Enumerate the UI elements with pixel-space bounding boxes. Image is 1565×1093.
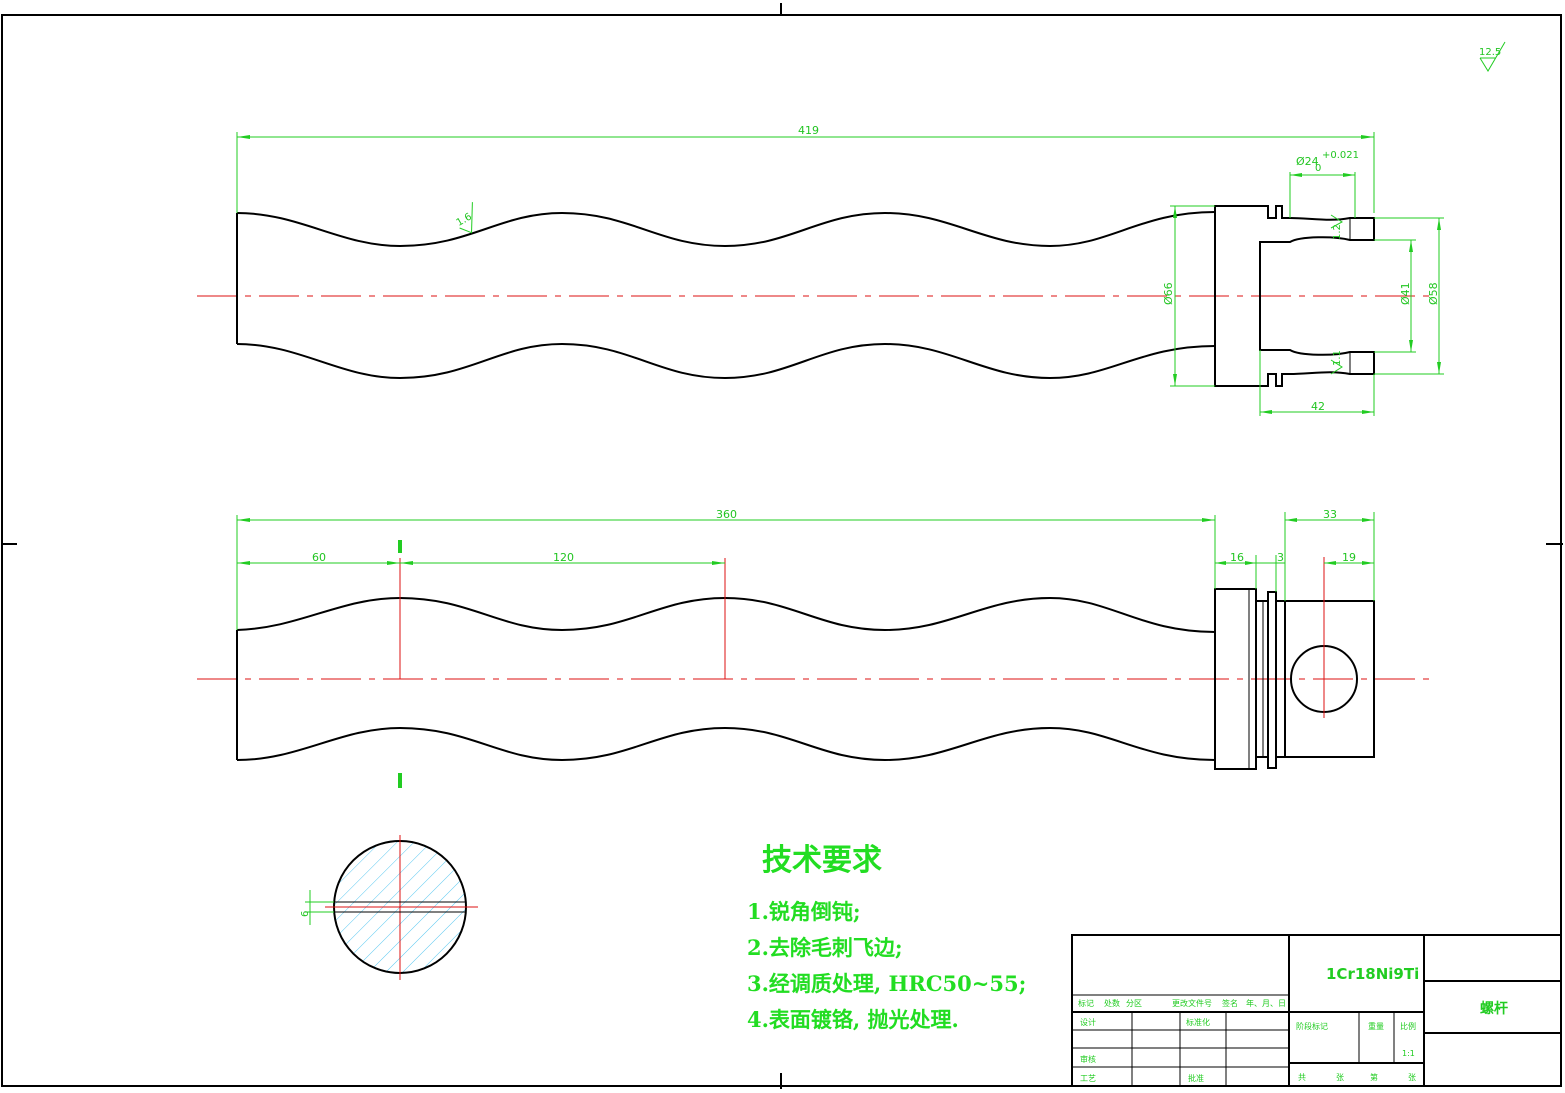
svg-text:张: 张	[1408, 1073, 1416, 1082]
svg-text:审核: 审核	[1080, 1054, 1096, 1064]
tech-req-item-3: 3.经调质处理, HRC50~55;	[747, 971, 1026, 996]
front-groove	[1267, 591, 1277, 769]
dim-3: 3	[1277, 551, 1284, 564]
dim-16: 16	[1230, 551, 1244, 564]
svg-text:批准: 批准	[1188, 1073, 1204, 1083]
chamfer-top: 1.2	[1332, 224, 1343, 240]
section-view: 6	[300, 835, 478, 980]
dim-120: 120	[553, 551, 574, 564]
svg-text:重量: 重量	[1368, 1021, 1384, 1031]
scale-value: 1:1	[1402, 1049, 1415, 1058]
svg-text:处数: 处数	[1104, 998, 1120, 1008]
tech-req-title: 技术要求	[762, 843, 882, 878]
drawing-frame	[1, 3, 1563, 1089]
svg-text:设计: 设计	[1080, 1017, 1096, 1027]
roughness-symbol: 12.5	[1479, 41, 1506, 72]
svg-text:年、月、日: 年、月、日	[1246, 998, 1286, 1008]
dim-60: 60	[312, 551, 326, 564]
tech-req-item-4: 4.表面镀铬, 抛光处理.	[747, 1007, 959, 1032]
svg-text:1.6: 1.6	[455, 211, 474, 228]
dim-d24-upper: +0.021	[1322, 150, 1359, 161]
svg-text:标准化: 标准化	[1186, 1017, 1210, 1027]
front-shaft-lower-edge	[236, 726, 1216, 762]
svg-text:标记: 标记	[1078, 998, 1094, 1008]
dim-d41: Ø41	[1399, 282, 1412, 305]
tech-req-item-1: 1.锐角倒钝;	[747, 899, 861, 924]
dim-360: 360	[716, 508, 737, 521]
svg-text:签名: 签名	[1222, 998, 1238, 1008]
front-view: 360 60 120 16 3 33 19	[197, 508, 1430, 788]
material-label: 1Cr18Ni9Ti	[1326, 965, 1419, 983]
dim-d58: Ø58	[1427, 282, 1440, 305]
svg-text:更改文件号: 更改文件号	[1172, 998, 1212, 1008]
dim-42: 42	[1311, 400, 1325, 413]
chamfer-bottom: 1.1	[1332, 350, 1343, 366]
dim-33: 33	[1323, 508, 1337, 521]
dim-d66: Ø66	[1162, 282, 1175, 305]
top-shaft-upper-edge	[236, 211, 1216, 248]
svg-text:张: 张	[1336, 1073, 1344, 1082]
svg-text:工艺: 工艺	[1080, 1074, 1096, 1083]
dim-6: 6	[300, 911, 311, 917]
title-block: 标记 处数 分区 更改文件号 签名 年、月、日 设计 标准化 审核 工艺 批准 …	[1071, 934, 1562, 1087]
top-view: 419 1.6 Ø24 +0.021 0 1.2 1.1 Ø66 Ø	[197, 124, 1444, 416]
top-shaft-lower-edge	[236, 342, 1216, 380]
svg-text:共: 共	[1298, 1073, 1306, 1082]
svg-text:12.5: 12.5	[1479, 47, 1501, 58]
front-end-block	[1284, 600, 1375, 758]
svg-text:分区: 分区	[1126, 999, 1142, 1008]
front-shaft-upper-edge	[236, 596, 1216, 633]
dim-d24: Ø24	[1296, 155, 1319, 168]
svg-text:阶段标记: 阶段标记	[1296, 1021, 1328, 1031]
svg-text:第: 第	[1370, 1072, 1378, 1082]
tech-req-item-2: 2.去除毛刺飞边;	[747, 935, 903, 960]
dim-19: 19	[1342, 551, 1356, 564]
front-flange	[1214, 588, 1257, 770]
dim-419: 419	[798, 124, 819, 137]
dim-d24-lower: 0	[1315, 163, 1321, 174]
part-name: 螺杆	[1480, 1000, 1508, 1017]
tech-requirements: 技术要求 1.锐角倒钝; 2.去除毛刺飞边; 3.经调质处理, HRC50~55…	[747, 843, 1026, 1032]
svg-text:比例: 比例	[1400, 1021, 1416, 1031]
